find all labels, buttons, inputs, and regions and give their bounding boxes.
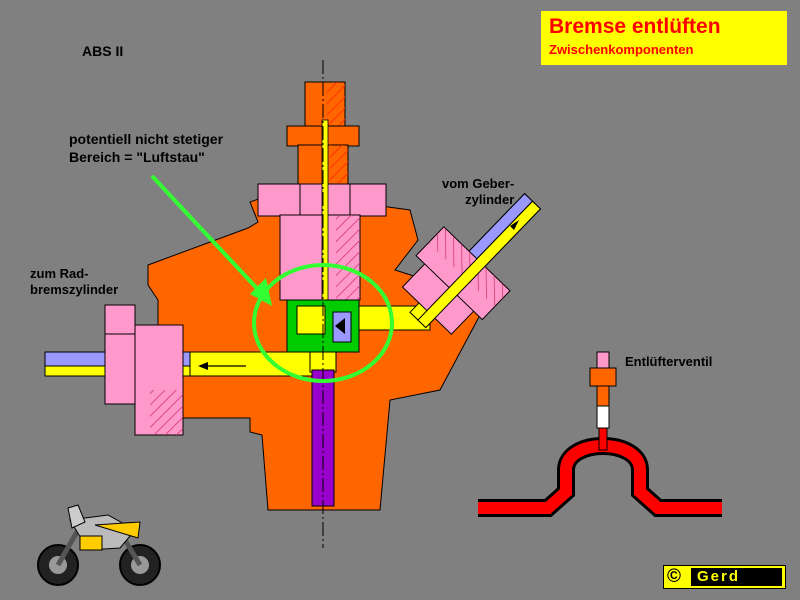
copyright-name-box: Gerd xyxy=(691,568,782,586)
copyright-name: Gerd xyxy=(697,568,741,585)
fluid-channel-left xyxy=(189,351,321,377)
title-box: Bremse entlüften Zwischenkomponenten xyxy=(541,11,787,65)
abs-label: ABS II xyxy=(82,43,124,59)
motorcycle-icon xyxy=(37,504,161,586)
note-arrow xyxy=(150,174,272,306)
page-title: Bremse entlüften xyxy=(549,15,721,38)
bleed-valve-label: Entlüfterventil xyxy=(625,354,713,369)
fluid-channel-right xyxy=(358,192,542,335)
copyright-badge: © Gerd xyxy=(663,565,786,589)
bleed-valve-diagram xyxy=(478,351,722,517)
plunger xyxy=(309,60,337,548)
air-pocket-highlight xyxy=(252,263,394,383)
to-wheel-cylinder-label: zum Rad- bremszylinder xyxy=(30,266,119,297)
air-pocket-note: potentiell nicht stetiger Bereich = "Luf… xyxy=(69,131,224,165)
copyright-icon: © xyxy=(667,566,681,587)
banjo-bolt-center xyxy=(257,119,387,306)
page-subtitle: Zwischenkomponenten xyxy=(549,42,694,57)
banjo-bolt-left xyxy=(44,304,191,436)
from-master-cylinder-label: vom Geber- zylinder xyxy=(442,176,515,207)
